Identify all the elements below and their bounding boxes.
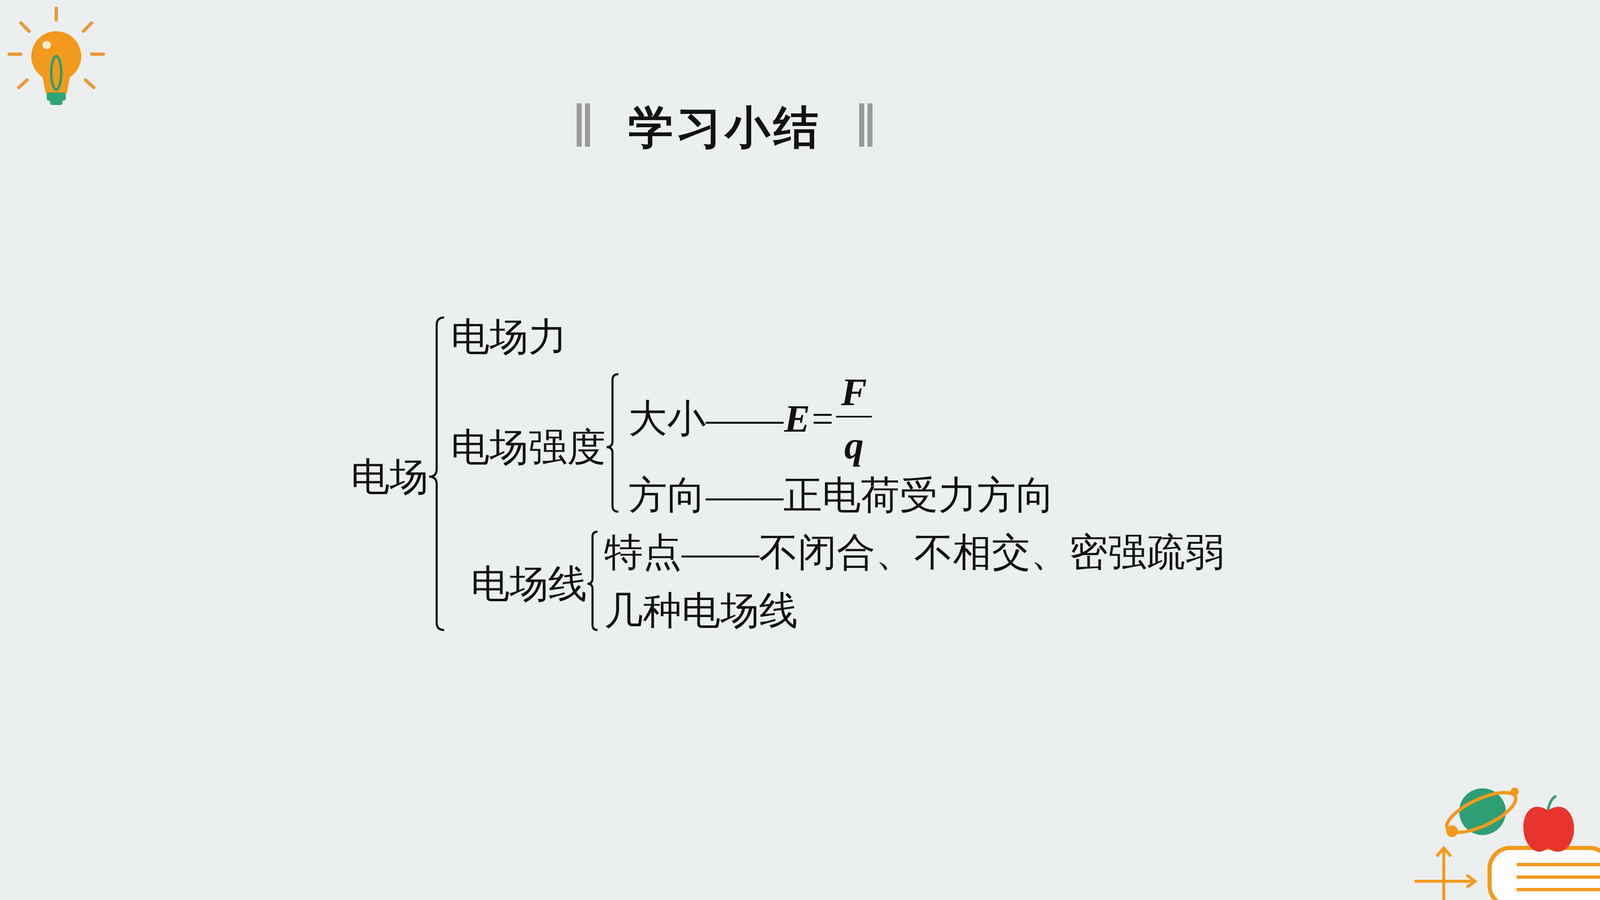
curly-brace (606, 374, 619, 512)
title: 学习小结 (628, 105, 822, 150)
sub-item: 大小—— (628, 399, 784, 438)
sub-item: 特点——不闭合、不相交、密强疏弱 (604, 532, 1225, 572)
branch-topic: 电场力 (450, 317, 568, 357)
branch-topic: 电场线 (470, 564, 588, 604)
formula-symbol: = (811, 399, 834, 438)
formula-symbol: F (840, 372, 867, 412)
sub-item: 方向——正电荷受力方向 (628, 475, 1055, 515)
formula-symbol: E (784, 399, 810, 438)
root-topic: 电场 (350, 457, 429, 497)
curly-brace (429, 317, 445, 630)
branch-topic: 电场强度 (450, 427, 606, 467)
lightbulb-icon (9, 8, 104, 105)
formula-symbol: q (844, 425, 864, 465)
sub-item: 几种电场线 (604, 591, 798, 630)
fraction-bar (835, 415, 872, 418)
curly-brace (587, 531, 598, 630)
corner-illustration (1414, 784, 1600, 900)
